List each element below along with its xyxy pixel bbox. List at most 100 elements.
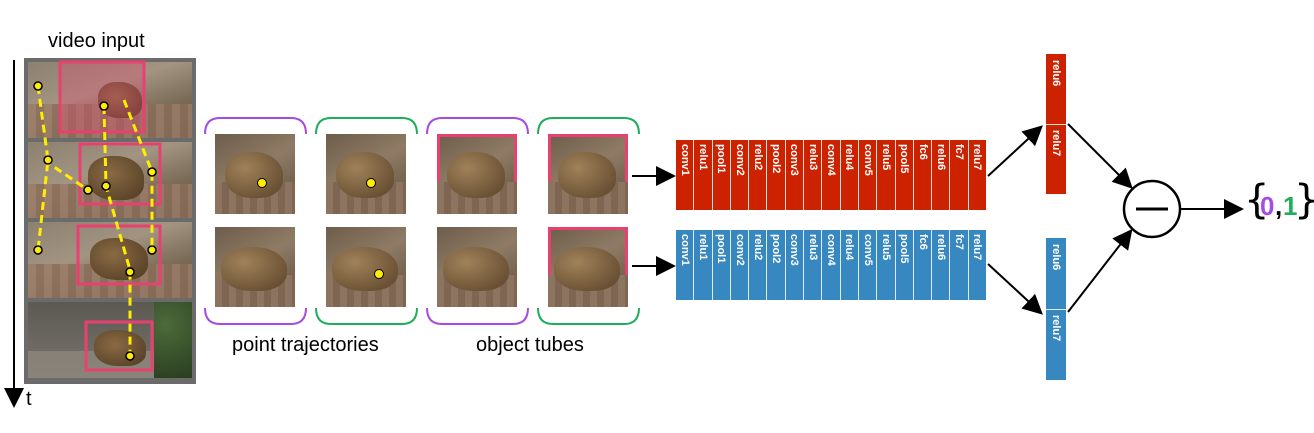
bracket-bottom-purple-1	[204, 307, 307, 325]
trajectory-point	[257, 178, 267, 188]
bracket-bottom-green-2	[537, 307, 640, 325]
layer-label: conv4	[825, 144, 838, 176]
layer-pool5: pool5	[896, 230, 914, 300]
layer-fc7: fc7	[950, 140, 969, 210]
time-axis-label: t	[26, 388, 32, 410]
layer-relu6: relu6	[932, 140, 951, 210]
layer-relu4: relu4	[841, 140, 859, 210]
arrow-to-bottom-fc	[987, 263, 1043, 315]
layer-label: conv2	[733, 144, 746, 176]
layer-label: fc7	[953, 234, 966, 250]
arrow-bottom-fc-to-diff	[1067, 228, 1133, 313]
output-comma: ,	[1275, 191, 1283, 221]
layer-label: pool2	[770, 234, 783, 264]
layer-label: pool1	[715, 144, 728, 174]
layer-relu2: relu2	[749, 230, 768, 300]
layer-conv2: conv2	[731, 140, 750, 210]
layer-label: relu5	[879, 144, 892, 171]
trajectory-point	[366, 178, 376, 188]
layer-label: conv3	[788, 144, 801, 176]
layer-label: conv5	[861, 144, 874, 176]
layer-label: fc7	[953, 144, 966, 160]
layer-label: relu5	[879, 234, 892, 261]
layer-label: conv5	[861, 234, 874, 266]
tube-thumb-bottom-2	[548, 227, 628, 307]
layer-label: relu1	[696, 144, 709, 171]
tube-thumb-bottom-1	[437, 227, 517, 307]
layer-relu4: relu4	[841, 230, 859, 300]
fc-layer-relu7: relu7	[1046, 124, 1066, 194]
trajectory-thumb-bottom-1	[215, 227, 295, 307]
video-frame-2	[28, 142, 192, 218]
layer-conv1: conv1	[676, 230, 695, 300]
layer-label: relu3	[806, 234, 819, 261]
bracket-top-green-1	[315, 117, 418, 135]
layer-label: relu3	[806, 144, 819, 171]
video-frame-strip	[24, 58, 196, 384]
layer-pool1: pool1	[713, 230, 731, 300]
layer-label: relu7	[971, 144, 984, 171]
fc-layer-relu7: relu7	[1046, 309, 1066, 380]
fc-layer-label: relu7	[1050, 315, 1062, 342]
layer-label: relu4	[843, 234, 856, 261]
video-frame-3	[28, 222, 192, 298]
layer-label: relu6	[934, 144, 947, 171]
fc-layer-label: relu6	[1050, 60, 1062, 87]
fc-layer-label: relu6	[1050, 244, 1062, 271]
video-frame-4	[28, 302, 192, 378]
layer-pool1: pool1	[713, 140, 731, 210]
fc-layer-relu6: relu6	[1046, 54, 1066, 125]
layer-label: relu7	[971, 234, 984, 261]
layer-fc6: fc6	[914, 230, 933, 300]
layer-relu3: relu3	[804, 230, 823, 300]
bracket-top-green-2	[537, 117, 640, 135]
trajectory-thumb-top-1	[215, 134, 295, 214]
layer-relu7: relu7	[969, 140, 986, 210]
layer-pool5: pool5	[896, 140, 914, 210]
layer-label: relu6	[934, 234, 947, 261]
trajectory-thumb-bottom-2	[326, 227, 406, 307]
tube-thumb-top-2	[548, 134, 628, 214]
layer-label: fc6	[916, 234, 929, 250]
layer-conv4: conv4	[822, 140, 841, 210]
tube-thumb-top-1	[437, 134, 517, 214]
layer-relu1: relu1	[694, 230, 713, 300]
layer-label: relu1	[696, 234, 709, 261]
layer-label: fc6	[916, 144, 929, 160]
layer-relu3: relu3	[804, 140, 823, 210]
layer-relu5: relu5	[877, 140, 896, 210]
layer-conv5: conv5	[859, 230, 878, 300]
point-trajectories-label: point trajectories	[232, 334, 379, 356]
layer-label: conv1	[678, 234, 691, 266]
layer-conv4: conv4	[822, 230, 841, 300]
arrow-top-fc-to-diff	[1067, 123, 1133, 189]
layer-pool2: pool2	[767, 230, 786, 300]
layer-label: relu4	[843, 144, 856, 171]
layer-label: relu2	[751, 234, 764, 261]
output-brace-open: {	[1244, 177, 1270, 223]
layer-relu6: relu6	[932, 230, 951, 300]
layer-conv3: conv3	[786, 140, 805, 210]
video-input-label: video input	[48, 30, 145, 52]
output-label-zero: 0	[1260, 191, 1275, 221]
bracket-top-purple-2	[426, 117, 529, 135]
bracket-bottom-green-1	[315, 307, 418, 325]
fc-layer-relu6: relu6	[1046, 238, 1066, 310]
layer-relu1: relu1	[694, 140, 713, 210]
layer-pool2: pool2	[767, 140, 786, 210]
arrow-to-top-fc	[987, 125, 1043, 177]
bracket-bottom-purple-2	[426, 307, 529, 325]
object-tubes-label: object tubes	[476, 334, 584, 356]
video-frame-1	[28, 62, 192, 138]
fc-layer-label: relu7	[1050, 130, 1062, 157]
layer-fc7: fc7	[950, 230, 969, 300]
output-brace-close: }	[1294, 180, 1314, 220]
bracket-top-purple-1	[204, 117, 307, 135]
trajectory-thumb-top-2	[326, 134, 406, 214]
fc-tower-bottom: relu6 relu7	[1046, 238, 1066, 380]
layer-conv5: conv5	[859, 140, 878, 210]
layer-conv3: conv3	[786, 230, 805, 300]
